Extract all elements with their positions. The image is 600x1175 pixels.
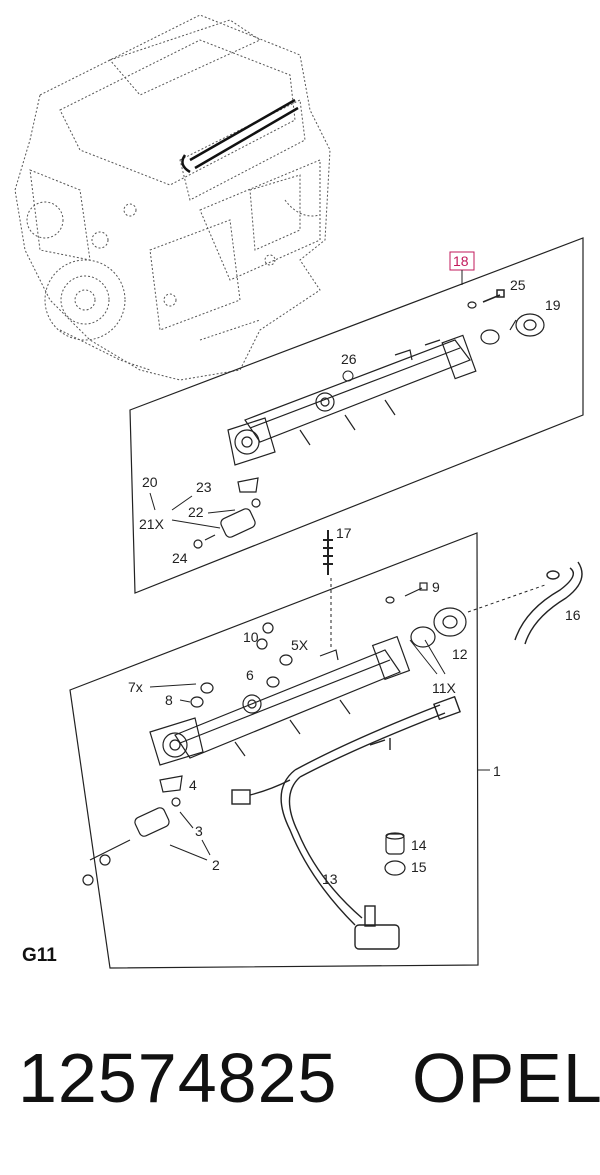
- callout-16: 16: [565, 607, 581, 623]
- callout-14: 14: [411, 837, 427, 853]
- lower-assembly-panel: [69, 532, 479, 969]
- callout-10: 10: [243, 629, 259, 645]
- callout-7x: 7x: [128, 679, 143, 695]
- group-label: G11: [22, 945, 57, 966]
- callout-15: 15: [411, 859, 427, 875]
- callout-6: 6: [246, 667, 254, 683]
- cap-and-ring: [384, 832, 406, 876]
- lower-leaders: [149, 639, 446, 861]
- return-hose: [514, 561, 583, 645]
- callout-8: 8: [165, 692, 173, 708]
- part-number: 12574825: [18, 1039, 338, 1117]
- callout-20: 20: [142, 474, 158, 490]
- callout-21X: 21X: [139, 516, 165, 532]
- lower-regulator: [385, 582, 467, 648]
- callout-22: 22: [188, 504, 204, 520]
- engine-hose: [284, 199, 321, 217]
- upper-assembly-panel: [129, 237, 584, 594]
- lower-seals: [190, 622, 293, 708]
- wiring-harness: [231, 695, 461, 950]
- callout-2: 2: [212, 857, 220, 873]
- upper-callouts: 25 19 26 20 23 21X 22 24: [139, 277, 561, 566]
- hose-dashed-link: [467, 584, 546, 613]
- callout-12: 12: [452, 646, 468, 662]
- lower-injector: [82, 775, 183, 886]
- engine-harness: [181, 98, 299, 174]
- callout-3: 3: [195, 823, 203, 839]
- callout-13: 13: [322, 871, 338, 887]
- upper-fuel-rail: [227, 334, 477, 466]
- lower-callouts: 17 9 16 10 5X 12 7x 8 6 11X 4 1 3 2 14 1…: [128, 525, 581, 887]
- upper-bolt: [482, 289, 505, 303]
- lower-fuel-rail: [149, 635, 411, 766]
- callout-1: 1: [493, 763, 501, 779]
- callout-4: 4: [189, 777, 197, 793]
- callout-5X: 5X: [291, 637, 309, 653]
- callout-26: 26: [341, 351, 357, 367]
- callout-9: 9: [432, 579, 440, 595]
- callout-11X: 11X: [432, 680, 457, 696]
- upper-injector: [193, 477, 261, 549]
- upper-regulator: [467, 301, 545, 345]
- upper-o-ring-26: [342, 370, 354, 382]
- upper-leaders: [149, 492, 236, 529]
- caption: 12574825 OPEL: [0, 1028, 600, 1138]
- callout-23: 23: [196, 479, 212, 495]
- brand-name: OPEL: [412, 1039, 600, 1117]
- callout-19: 19: [545, 297, 561, 313]
- engine-illustration: [14, 14, 331, 381]
- subassembly-ref-label: 18: [453, 253, 469, 269]
- callout-24: 24: [172, 550, 188, 566]
- callout-25: 25: [510, 277, 526, 293]
- callout-17: 17: [336, 525, 352, 541]
- stud-17: [323, 530, 333, 575]
